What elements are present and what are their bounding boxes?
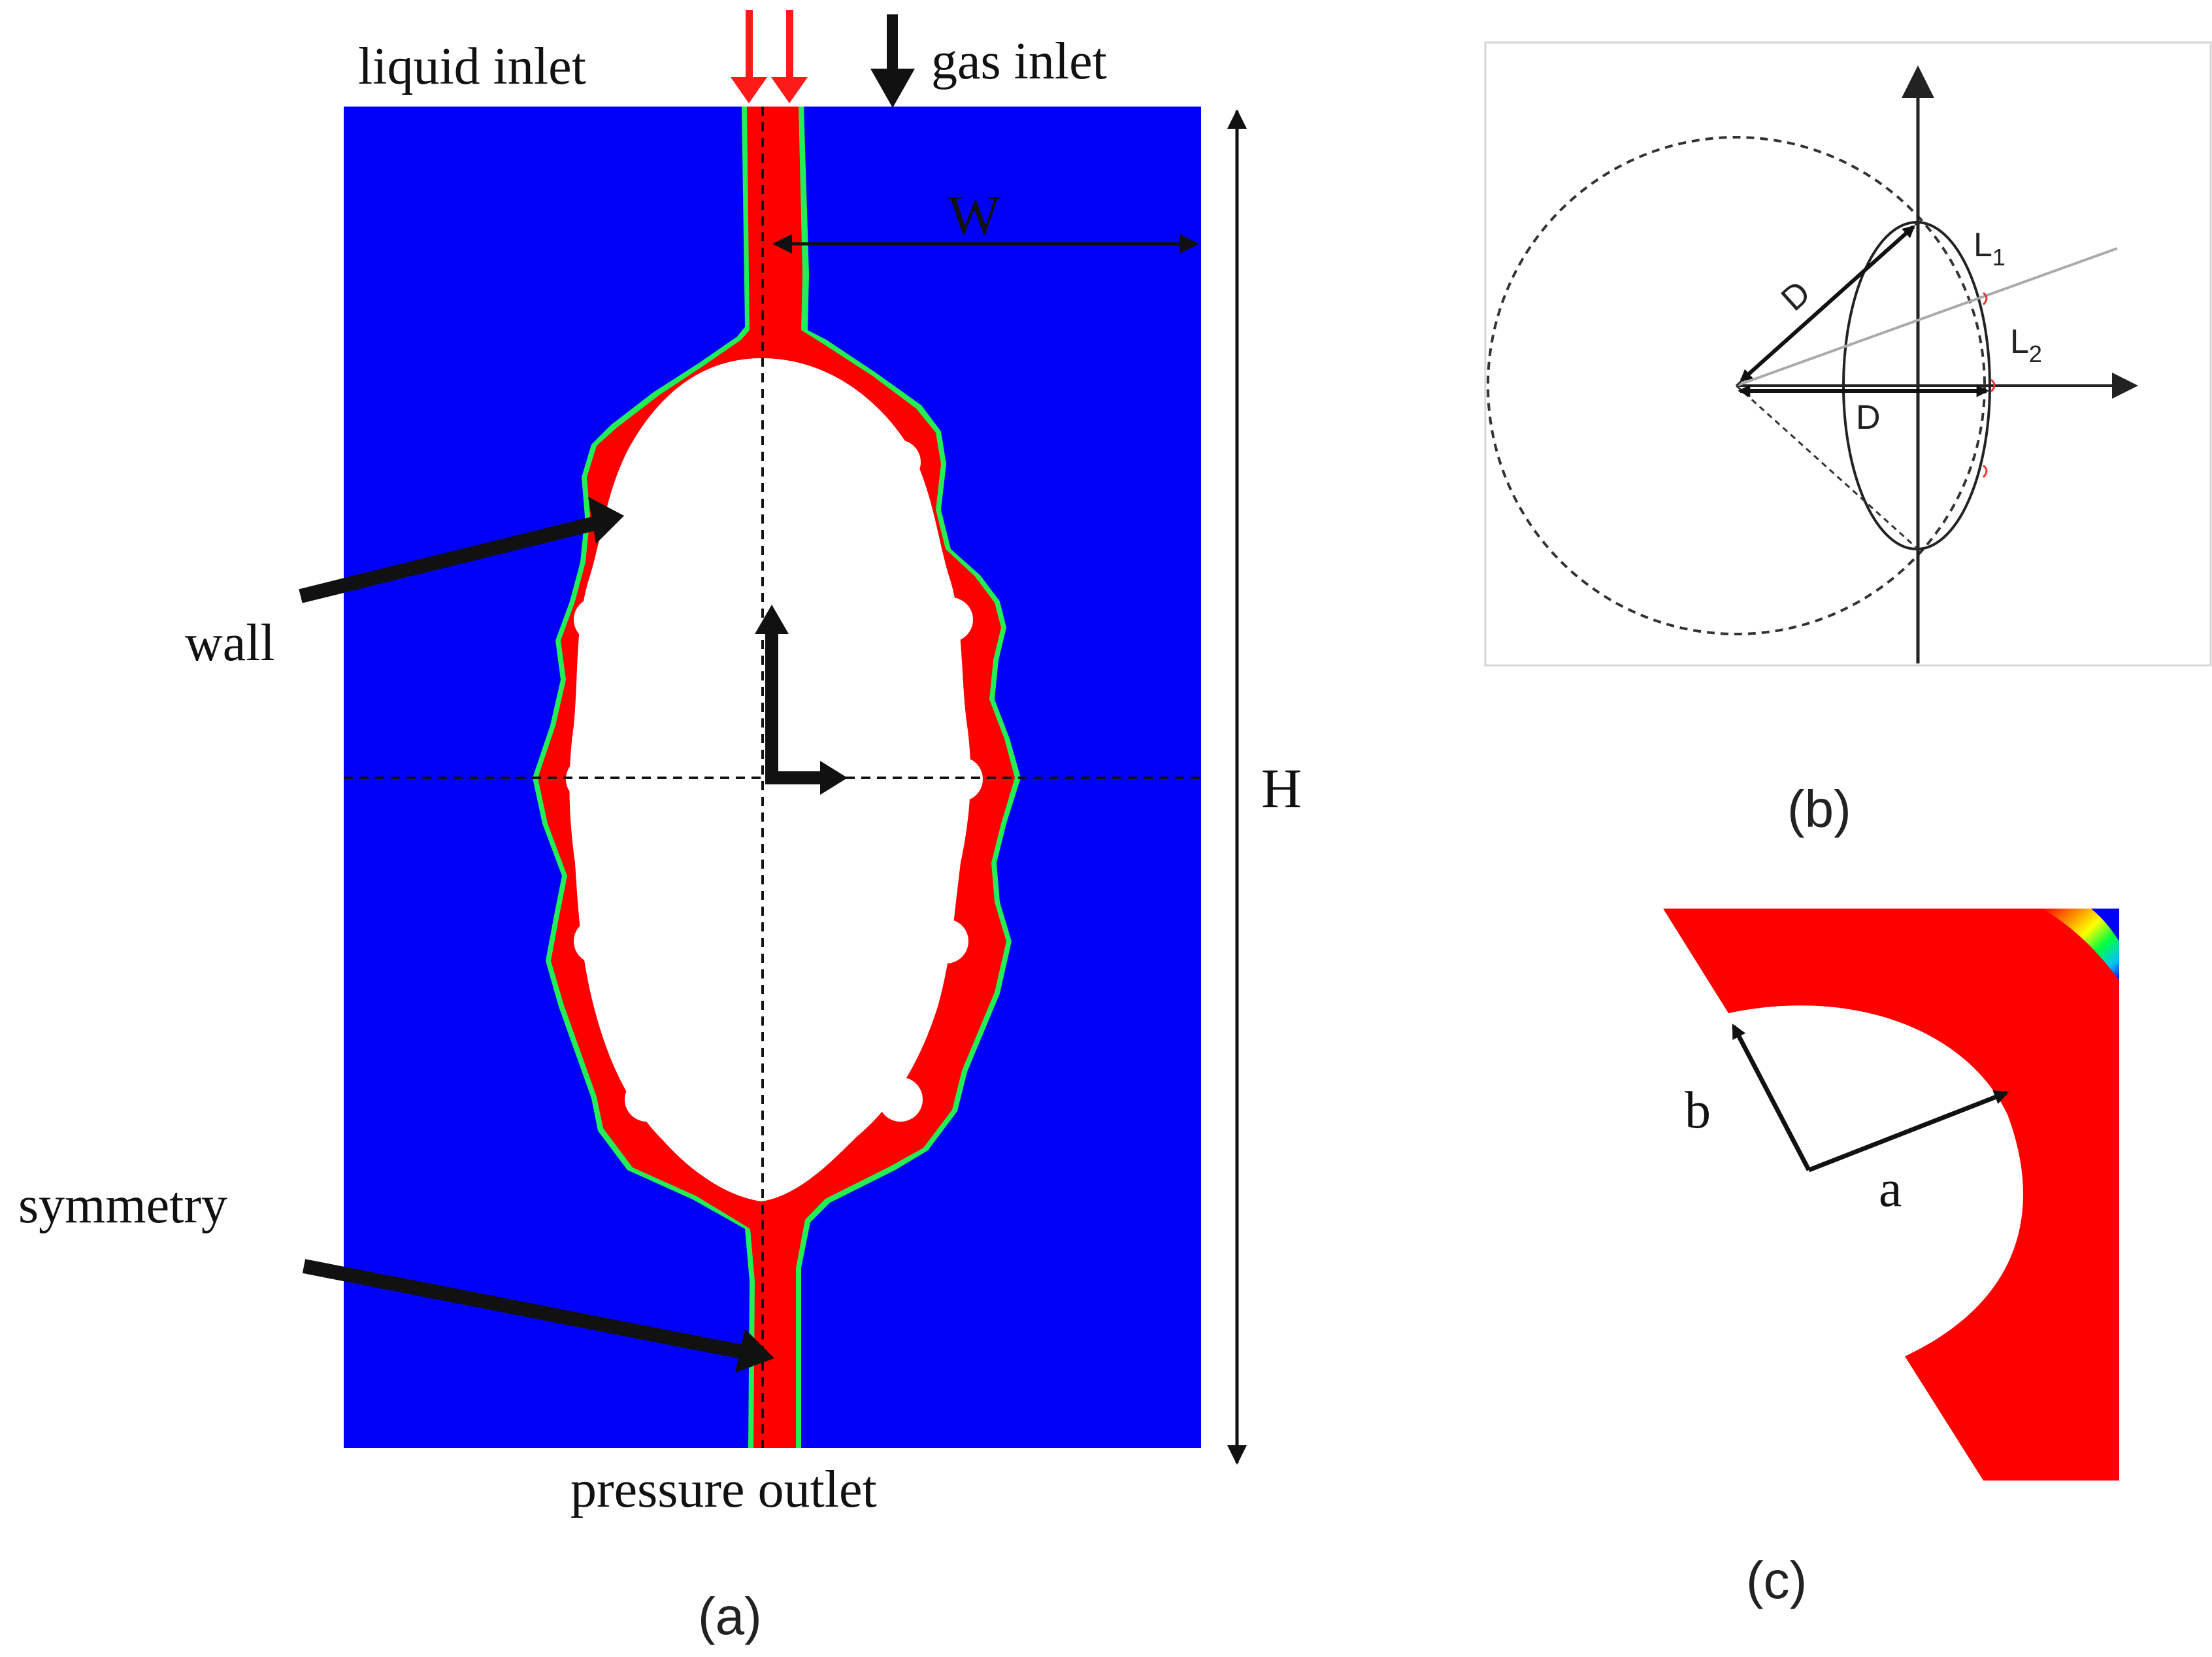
height-label: H bbox=[1261, 757, 1302, 820]
gas-inlet-arrow bbox=[870, 14, 915, 108]
wall-cavities bbox=[566, 440, 983, 1122]
width-label: W bbox=[948, 184, 1000, 246]
panel-c: a b (c) bbox=[1476, 909, 2119, 1609]
semi-axis-a-label: a bbox=[1879, 1160, 1902, 1218]
semi-axis-b-label: b bbox=[1685, 1082, 1711, 1139]
semi-axis-b-arrow bbox=[1731, 1024, 1811, 1171]
red-marker-2 bbox=[1990, 378, 1996, 393]
wall-pointer-arrow bbox=[299, 514, 606, 603]
panel-b-caption: (b) bbox=[1787, 780, 1851, 838]
l2-label: L2 bbox=[2010, 323, 2042, 367]
symmetry-pointer-arrowhead bbox=[735, 1329, 774, 1373]
l1-label: L1 bbox=[1973, 226, 2006, 271]
panel-a: liquid inlet gas inlet W H wall symmetry… bbox=[18, 10, 1302, 1645]
wall-pointer-arrowhead bbox=[588, 497, 624, 544]
symmetry-pointer-arrow bbox=[302, 1259, 757, 1362]
pressure-outlet-label: pressure outlet bbox=[570, 1461, 877, 1518]
gas-inlet-label: gas inlet bbox=[931, 33, 1107, 90]
symmetry-label: symmetry bbox=[18, 1177, 227, 1234]
semi-axis-a-arrow bbox=[1808, 1090, 2009, 1173]
panel-c-caption: (c) bbox=[1746, 1551, 1807, 1609]
cavity-liquid-region bbox=[1663, 909, 2119, 1481]
diameter-arrow-diagonal bbox=[1740, 225, 1915, 382]
red-marker-3 bbox=[1982, 464, 1988, 478]
coordinate-axes bbox=[765, 628, 823, 784]
liquid-inlet-arrows bbox=[731, 10, 808, 103]
panel-b: D D L1 L2 (b) bbox=[1484, 41, 2212, 838]
diameter-label-horizontal: D bbox=[1856, 399, 1881, 437]
panel-a-caption: (a) bbox=[698, 1587, 762, 1645]
axis-right-arrowhead bbox=[820, 761, 848, 795]
panel-b-frame bbox=[1484, 41, 2212, 667]
cone-line-lower bbox=[1735, 384, 1919, 550]
axis-up-arrowhead bbox=[755, 605, 789, 634]
interface-corner-blue bbox=[2091, 909, 2119, 941]
interface-corner-gradient bbox=[2042, 909, 2119, 980]
liquid-inlet-label: liquid inlet bbox=[358, 38, 586, 95]
wall-label: wall bbox=[185, 614, 275, 672]
red-marker-1 bbox=[1982, 292, 1988, 306]
